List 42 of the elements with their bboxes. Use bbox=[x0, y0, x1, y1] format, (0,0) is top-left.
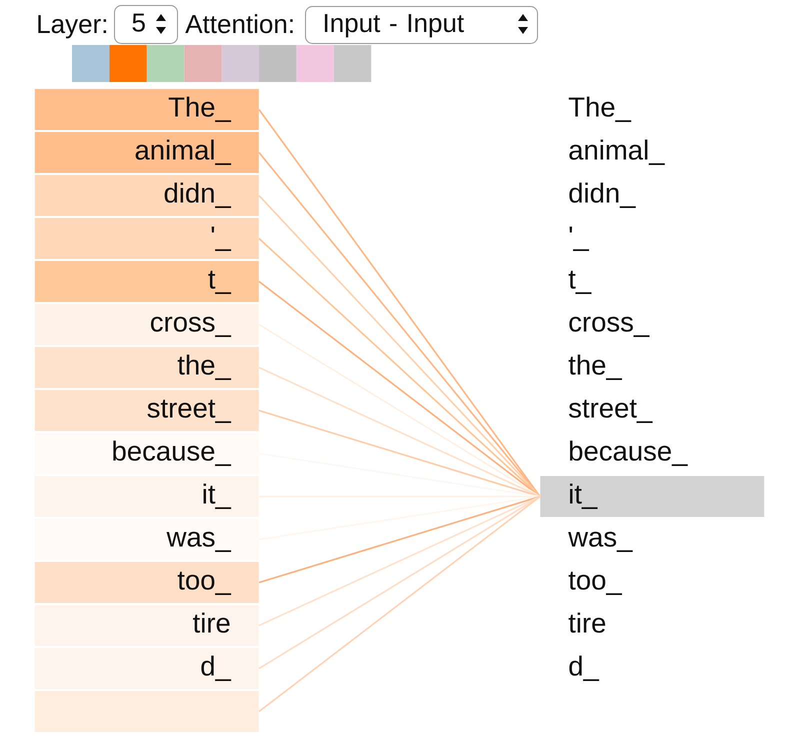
token-cell: d_ bbox=[34, 648, 259, 689]
control-label: Attention: bbox=[185, 14, 293, 34]
token-text: tire bbox=[568, 612, 606, 633]
token-text: cross_ bbox=[569, 316, 650, 337]
attention-line bbox=[258, 496, 540, 584]
token-text: too_ bbox=[568, 572, 622, 595]
token-cell: the_ bbox=[34, 347, 259, 388]
dropdown: 5 bbox=[114, 5, 178, 44]
attention-line bbox=[258, 496, 540, 540]
token-cell: tire bbox=[34, 605, 259, 646]
token-cell: it_ bbox=[34, 476, 259, 517]
attention-line bbox=[258, 280, 540, 498]
dropdown: Input - Input bbox=[305, 6, 538, 44]
token-text: the_ bbox=[568, 354, 622, 380]
control-label: Layer: bbox=[38, 15, 106, 38]
token-cell: too_ bbox=[34, 562, 259, 603]
empty-cell bbox=[34, 691, 259, 732]
attention-line bbox=[258, 324, 540, 498]
token-text: because_ bbox=[570, 440, 688, 466]
token-cell: animal_ bbox=[34, 132, 259, 173]
token-text: was_ bbox=[568, 532, 633, 552]
token-text: didn_ bbox=[569, 182, 636, 208]
token-text: street_ bbox=[568, 400, 653, 423]
attention-line bbox=[258, 496, 540, 712]
token-cell: t_ bbox=[34, 261, 259, 302]
token-cell: '_ bbox=[34, 218, 259, 259]
attention-line bbox=[258, 366, 540, 498]
attention-line bbox=[258, 410, 540, 498]
token-text: animal_ bbox=[569, 140, 665, 165]
token-text: '_ bbox=[570, 226, 590, 251]
token-cell: street_ bbox=[34, 390, 259, 431]
attention-line bbox=[258, 496, 540, 670]
token-text: t_ bbox=[568, 270, 592, 294]
token-text: The_ bbox=[568, 96, 632, 122]
token-cell: The_ bbox=[34, 89, 259, 130]
token-cell: was_ bbox=[34, 519, 259, 560]
attention-line bbox=[258, 496, 540, 626]
token-cell: cross_ bbox=[34, 304, 259, 345]
token-cell: didn_ bbox=[34, 175, 259, 216]
token-text: d_ bbox=[569, 656, 600, 681]
highlighted-token: it_ bbox=[540, 476, 764, 517]
token-cell: because_ bbox=[34, 433, 259, 474]
